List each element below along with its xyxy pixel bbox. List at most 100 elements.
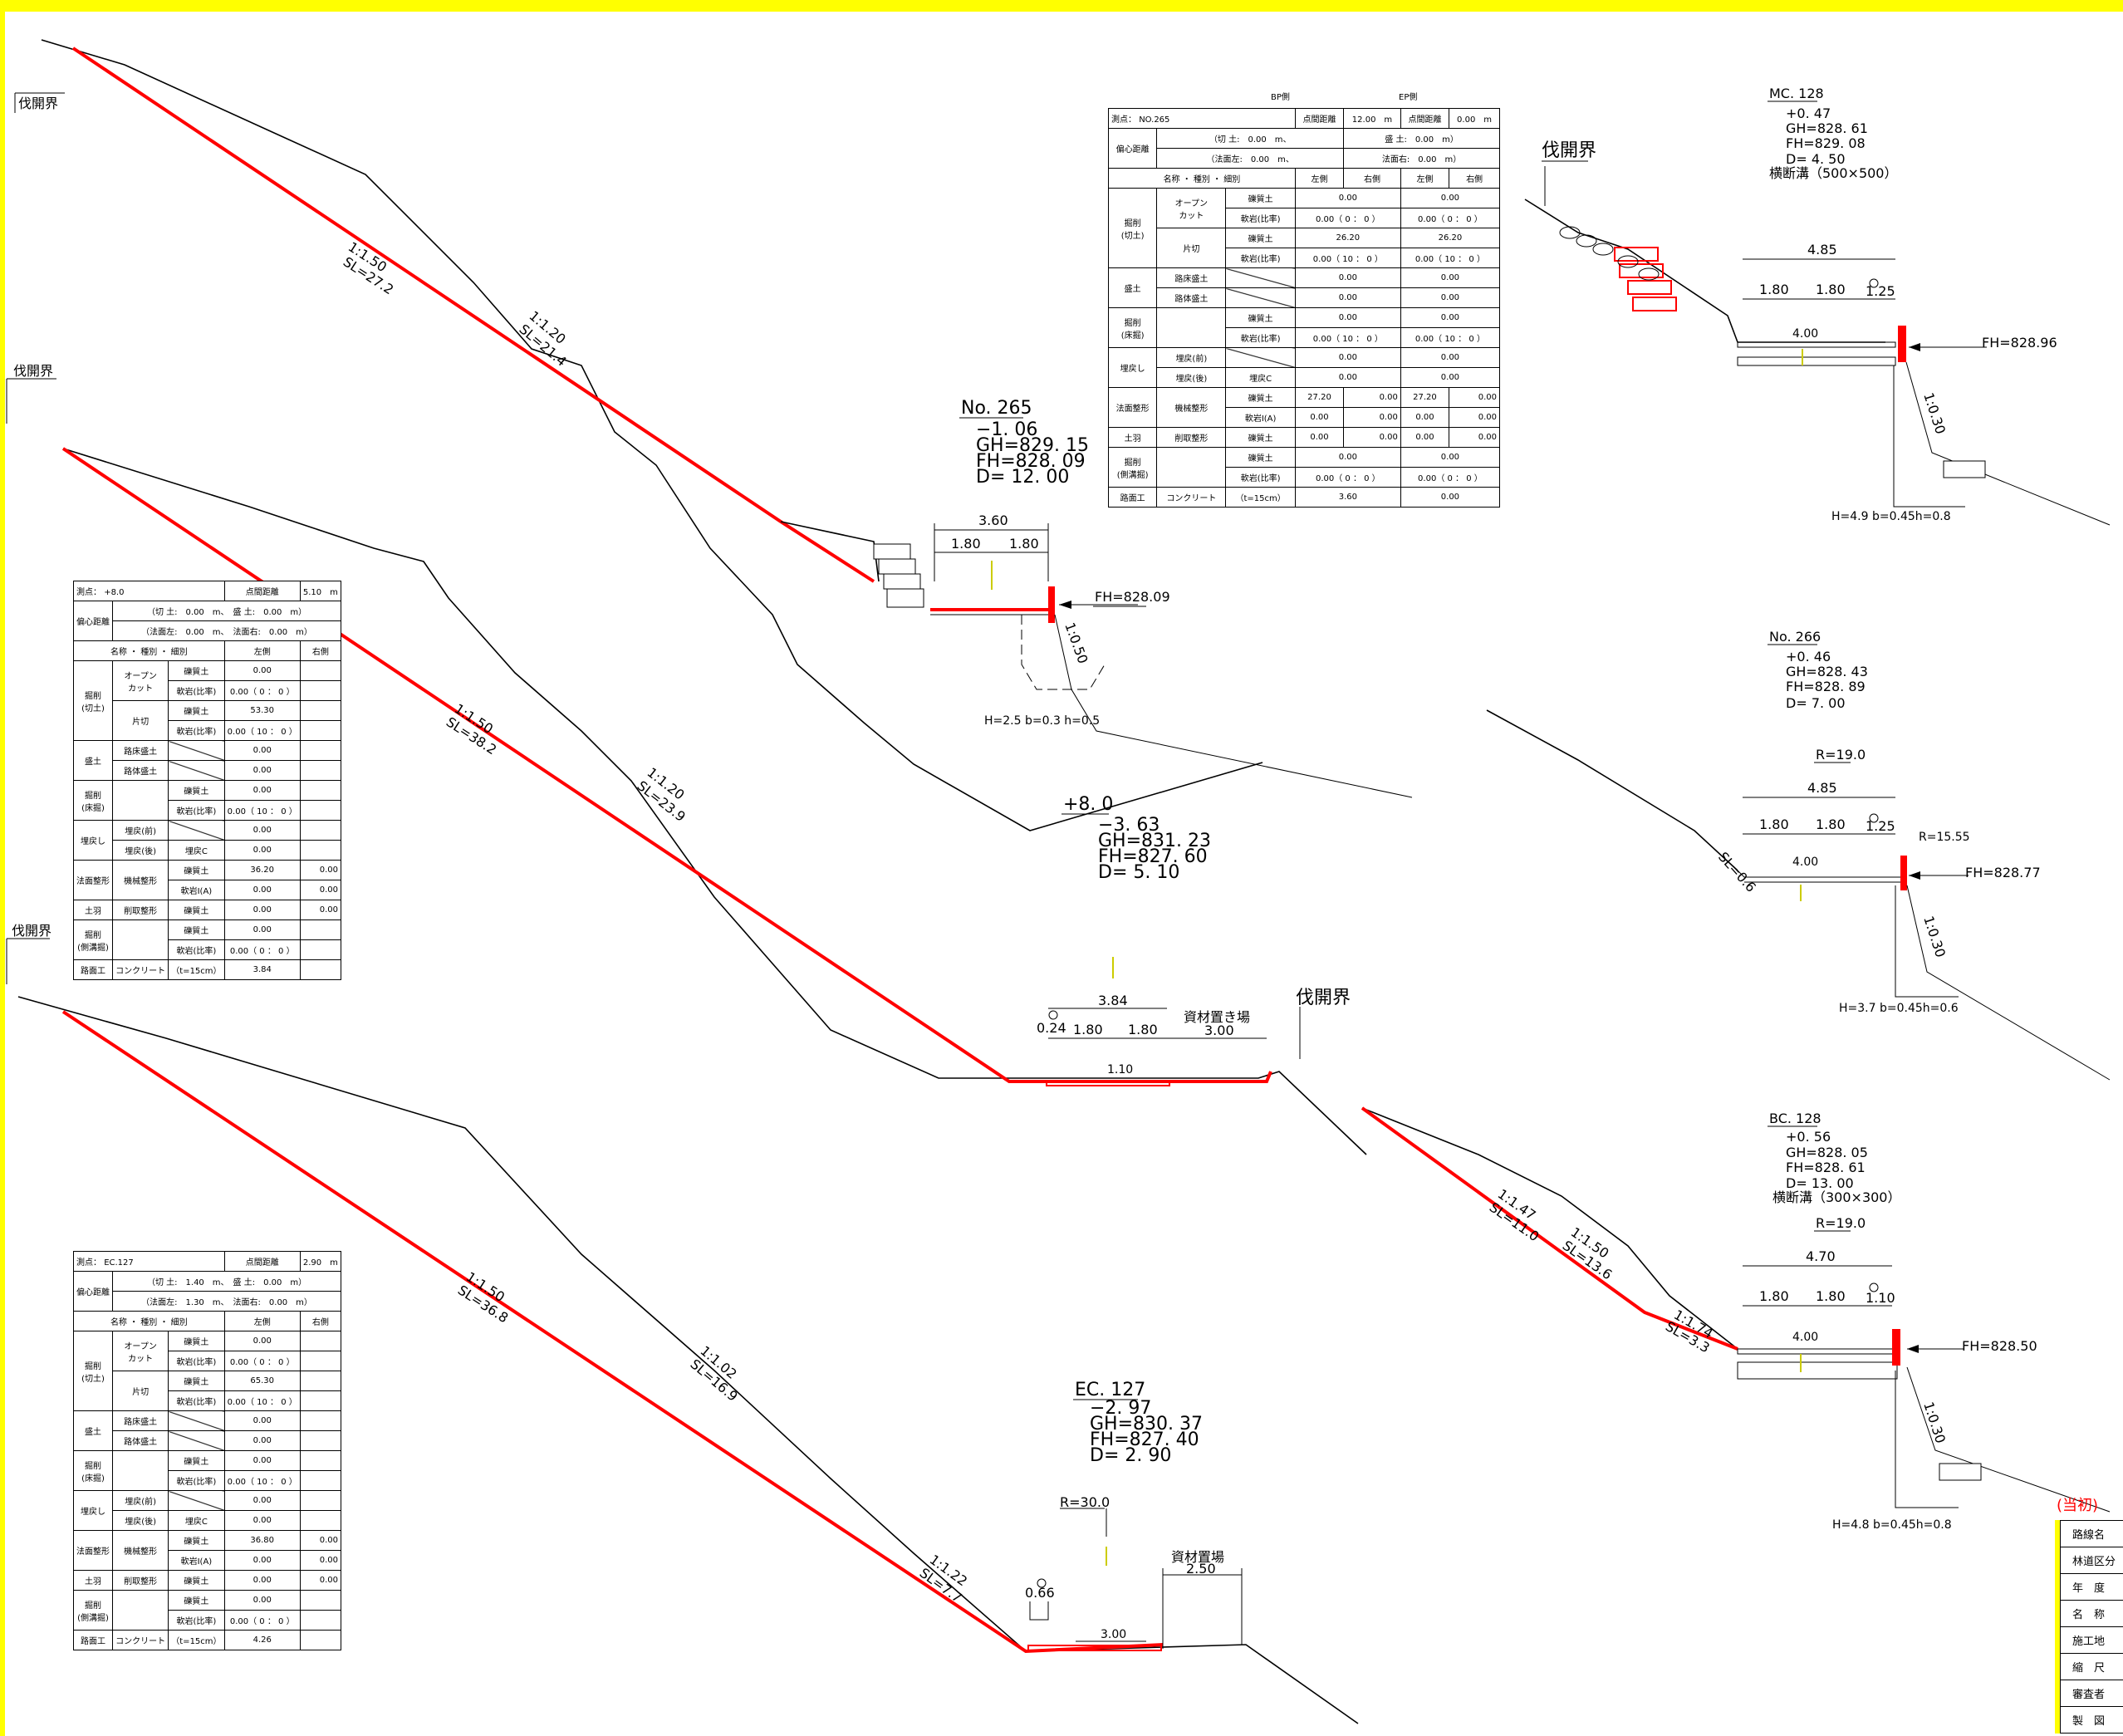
yard-width: 3.00 — [1204, 1022, 1234, 1038]
fh-label: FH=828.77 — [1965, 865, 2041, 880]
cell-right: 0.00 — [299, 1570, 342, 1591]
interval-label: 点間距離 — [1400, 108, 1450, 129]
back-c: 埋戻C — [168, 840, 225, 861]
soil: 礫質土 — [168, 900, 225, 920]
width-dim: 1.80 — [1816, 282, 1846, 297]
base-spec: H=4.8 b=0.45h=0.8 — [1832, 1518, 1952, 1532]
station-label: 測点： — [76, 1258, 101, 1268]
group-backfill: 埋戻し — [1107, 347, 1158, 388]
cell-left: 0.00 — [223, 1410, 301, 1431]
ep-cell-right: 0.00 — [1449, 427, 1500, 448]
group-slope: 法面整形 — [72, 1530, 114, 1571]
machine: 機械整形 — [112, 1530, 169, 1571]
distance: D= 4. 50 — [1786, 151, 1846, 167]
boundary-marker-2: 伐開界 — [6, 363, 56, 424]
col-right: 右側 — [299, 1311, 342, 1331]
soil: 礫質土 — [1225, 387, 1296, 408]
group-side: 掘削 (側溝掘) — [1107, 447, 1158, 488]
thickness: （t=15cm） — [1225, 487, 1296, 508]
machine: 機械整形 — [112, 860, 169, 900]
ep-cell: 0.00 — [1400, 347, 1501, 368]
title-row: 縮 尺 — [2060, 1653, 2123, 1680]
section-bc128: 1:0.30 1:1.47 SL=11.0 1:1.50 SL=13.6 1:1… — [1361, 1106, 2111, 1532]
group-side: 掘削 (側溝掘) — [72, 1590, 114, 1631]
ep-cell: 27.20 — [1400, 387, 1450, 408]
rock: 軟岩(比率) — [168, 1470, 225, 1491]
ground-line — [41, 39, 1263, 831]
concrete: コンクリート — [112, 959, 169, 980]
bp-cell: 0.00 — [1294, 307, 1401, 328]
group-shoulder: 土羽 — [72, 1570, 114, 1591]
bp-cell: 3.60 — [1294, 487, 1401, 508]
rock: 軟岩(比率) — [1225, 327, 1296, 348]
rock: 軟岩(比率) — [168, 680, 225, 701]
roadbody: 路体盛土 — [1156, 287, 1227, 308]
cell-left: 0.00 — [223, 1570, 301, 1591]
cell-left: 53.30 — [223, 700, 301, 721]
cell-right: 0.00 — [299, 1550, 342, 1571]
radius-label: R=19.0 — [1816, 1215, 1866, 1231]
col-left: 左側 — [1294, 168, 1345, 189]
station-value: EC.127 — [104, 1258, 134, 1268]
offset-slope: （法面左: 0.00 m、 法面右: 0.00 m） — [112, 620, 341, 641]
station-name: BC. 128 — [1769, 1111, 1821, 1126]
width-dim: 1.10 — [1107, 1063, 1133, 1076]
ground-height: GH=828. 61 — [1786, 120, 1868, 136]
ep-cell: 0.00 — [1400, 447, 1501, 468]
ep-cell: 0.00（ 0 ： 0 ） — [1400, 467, 1501, 488]
bp-cell: 0.00（ 10 ： 0 ） — [1294, 327, 1401, 348]
rock: 軟岩(比率) — [1225, 208, 1296, 228]
ep-cell: 0.00 — [1400, 487, 1501, 508]
ep-interval: 0.00 m — [1449, 108, 1500, 129]
width-dim: 3.60 — [978, 512, 1008, 528]
cell-left: 0.00（ 10 ： 0 ） — [223, 1470, 301, 1491]
radius-label: R=15.55 — [1919, 831, 1970, 844]
distance: D= 2. 90 — [1090, 1445, 1171, 1466]
cell-left: 0.00 — [223, 820, 301, 841]
cell-left: 0.00（ 0 ： 0 ） — [223, 939, 301, 960]
group-fill: 盛土 — [72, 740, 114, 781]
yard-width: 2.50 — [1186, 1561, 1216, 1577]
width-dim: 4.00 — [1792, 327, 1818, 341]
width-dim: 1.80 — [1128, 1022, 1158, 1037]
ditch-spec: H=2.5 b=0.3 h=0.5 — [984, 714, 1100, 728]
cell-left: 0.00 — [223, 919, 301, 940]
interval-label: 点間距離 — [223, 581, 301, 601]
col-left: 左側 — [1400, 168, 1450, 189]
open-cut: オープン カット — [112, 1331, 169, 1371]
ep-cell: 26.20 — [1400, 228, 1501, 248]
ditch-spec: 横断溝（300×300） — [1772, 1189, 1901, 1205]
formation-height: FH=828. 89 — [1786, 679, 1866, 694]
offset-fill: 盛 土: 0.00 m） — [1343, 128, 1500, 149]
open-cut: オープン カット — [112, 660, 169, 701]
height-diff: +0. 56 — [1786, 1129, 1831, 1145]
back-c: 埋戻C — [168, 1510, 225, 1531]
rock: 軟岩(比率) — [1225, 248, 1296, 268]
slope-ratio: 1:0.30 — [1920, 390, 1949, 436]
width-dim: 4.85 — [1807, 242, 1837, 257]
soil: 礫質土 — [1225, 447, 1296, 468]
offset-slope: （法面左: 1.30 m、 法面右: 0.00 m） — [112, 1291, 341, 1312]
soil: 礫質土 — [1225, 427, 1296, 448]
bp-cell-right: 0.00 — [1343, 387, 1401, 408]
soil: 礫質土 — [168, 1590, 225, 1611]
group-road: 路面工 — [1107, 487, 1158, 508]
offset-label: 偏心距離 — [72, 1271, 114, 1312]
unit: m — [330, 588, 338, 597]
roadbed: 路床盛土 — [112, 1410, 169, 1431]
ground-height: GH=828. 05 — [1786, 1145, 1868, 1160]
title-row: 名 称 — [2060, 1600, 2123, 1627]
offset-cut: （切 土: 0.00 m、 — [1156, 128, 1345, 149]
open-cut: オープン カット — [1156, 188, 1227, 228]
distance: D= 12. 00 — [976, 467, 1069, 488]
width-dim: 4.00 — [1792, 856, 1818, 869]
roadbody: 路体盛土 — [112, 1430, 169, 1451]
roadbody: 路体盛土 — [112, 760, 169, 781]
col-right: 右側 — [1449, 168, 1500, 189]
bp-cell: 0.00（ 0 ： 0 ） — [1294, 467, 1401, 488]
boundary-label: 伐開界 — [1542, 140, 1596, 161]
cell-left: 0.00 — [223, 1510, 301, 1531]
ep-cell: 0.00（ 10 ： 0 ） — [1400, 248, 1501, 268]
